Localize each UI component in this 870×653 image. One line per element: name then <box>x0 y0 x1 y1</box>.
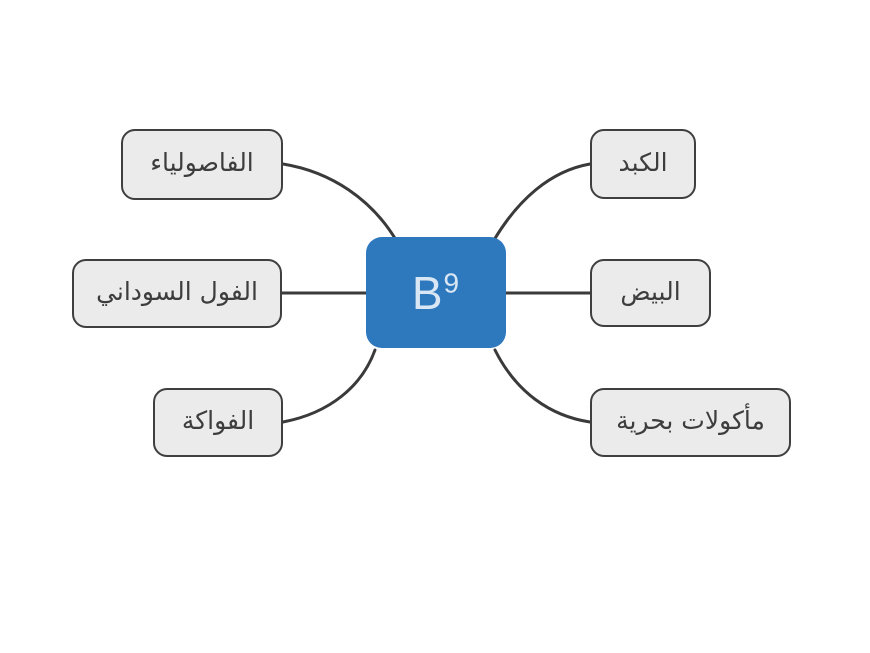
connector-center-seafood <box>493 348 592 424</box>
center-label-superscript: 9 <box>443 267 461 299</box>
node-liver-label: الكبد <box>618 147 668 177</box>
node-eggs-label: البيض <box>620 276 681 306</box>
node-liver[interactable]: الكبد <box>590 129 696 199</box>
node-eggs[interactable]: البيض <box>590 259 711 327</box>
node-seafood-label: مأكولات بحرية <box>616 406 765 435</box>
node-peanuts-label: الفول السوداني <box>96 277 258 306</box>
connector-center-fruits <box>281 348 377 424</box>
node-beans[interactable]: الفاصولياء <box>121 129 283 200</box>
node-fruits[interactable]: الفواكة <box>153 388 283 457</box>
node-center-b9[interactable]: B9 <box>366 237 506 348</box>
node-fruits-label: الفواكة <box>181 406 255 435</box>
connector-center-liver <box>492 162 592 242</box>
center-label-base: B <box>411 266 444 319</box>
node-center-label: B9 <box>411 266 461 319</box>
node-beans-label: الفاصولياء <box>150 148 254 177</box>
node-seafood[interactable]: مأكولات بحرية <box>590 388 791 457</box>
connector-center-beans <box>281 162 398 242</box>
node-peanuts[interactable]: الفول السوداني <box>72 259 282 328</box>
